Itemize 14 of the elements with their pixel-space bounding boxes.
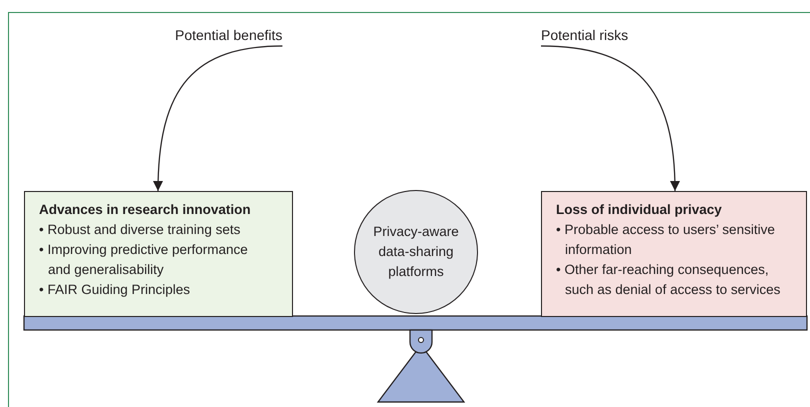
bullet-item: • Probable access to users’ sensitive information xyxy=(556,221,776,259)
bullet-item: • Improving predictive performance and generalisability xyxy=(39,241,249,279)
box-heading: Advances in research innovation xyxy=(39,201,252,219)
curved-arrow xyxy=(153,45,282,192)
platform-circle: Privacy-aware data-sharing platforms xyxy=(354,190,478,314)
bullet-item: • Other far-reaching consequences, such as denial of access to services xyxy=(556,261,782,299)
box-heading: Loss of individual privacy xyxy=(556,201,723,219)
bullet-item: • FAIR Guiding Principles xyxy=(39,281,192,299)
curved-arrow xyxy=(540,45,680,192)
benefits-label: Potential benefits xyxy=(175,27,282,43)
benefits-box xyxy=(24,191,293,317)
risks-box xyxy=(541,191,807,317)
risks-label: Potential risks xyxy=(541,27,628,43)
bullet-item: • Robust and diverse training sets xyxy=(39,221,242,239)
